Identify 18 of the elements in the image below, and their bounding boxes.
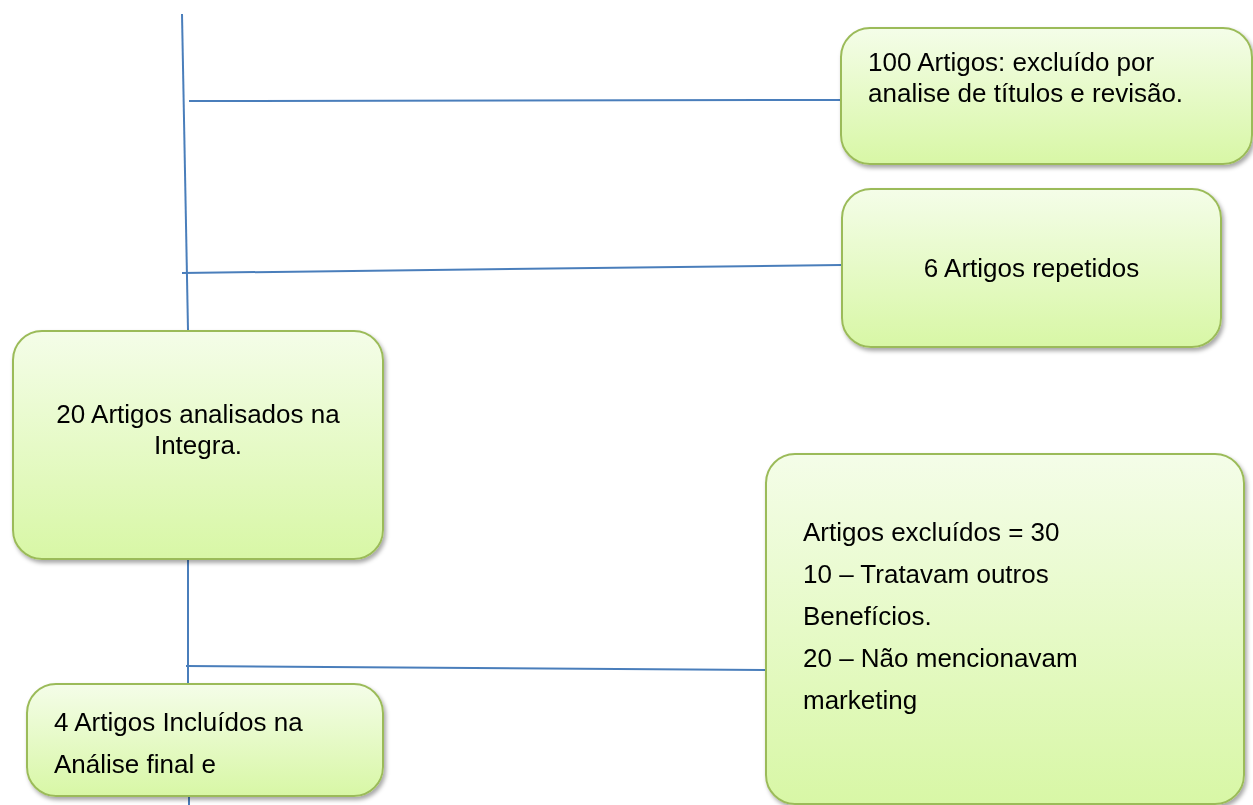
box-text: 4 Artigos Incluídos na Análise final e	[54, 706, 304, 781]
connector-line	[185, 665, 766, 671]
rounded-box	[840, 27, 1253, 165]
box-text: 100 Artigos: excluído por analise de títulos e revisão.	[868, 47, 1185, 109]
rounded-box	[841, 188, 1222, 348]
connector-line	[187, 559, 189, 684]
box-text: Artigos excluídos = 30	[803, 516, 1061, 549]
connector-line	[181, 13, 189, 331]
box-text: 20 – Não mencionavam marketing	[803, 642, 1079, 717]
connector-line	[181, 264, 842, 274]
box-text: 6 Artigos repetidos	[923, 252, 1140, 284]
connector-line	[188, 796, 190, 805]
rounded-box	[26, 683, 384, 797]
connector-line	[188, 99, 841, 102]
rounded-box	[12, 330, 384, 560]
rounded-box	[765, 453, 1245, 805]
box-text: 20 Artigos analisados na Integra.	[55, 399, 341, 461]
box-text: 10 – Tratavam outros Benefícios.	[803, 558, 1050, 633]
